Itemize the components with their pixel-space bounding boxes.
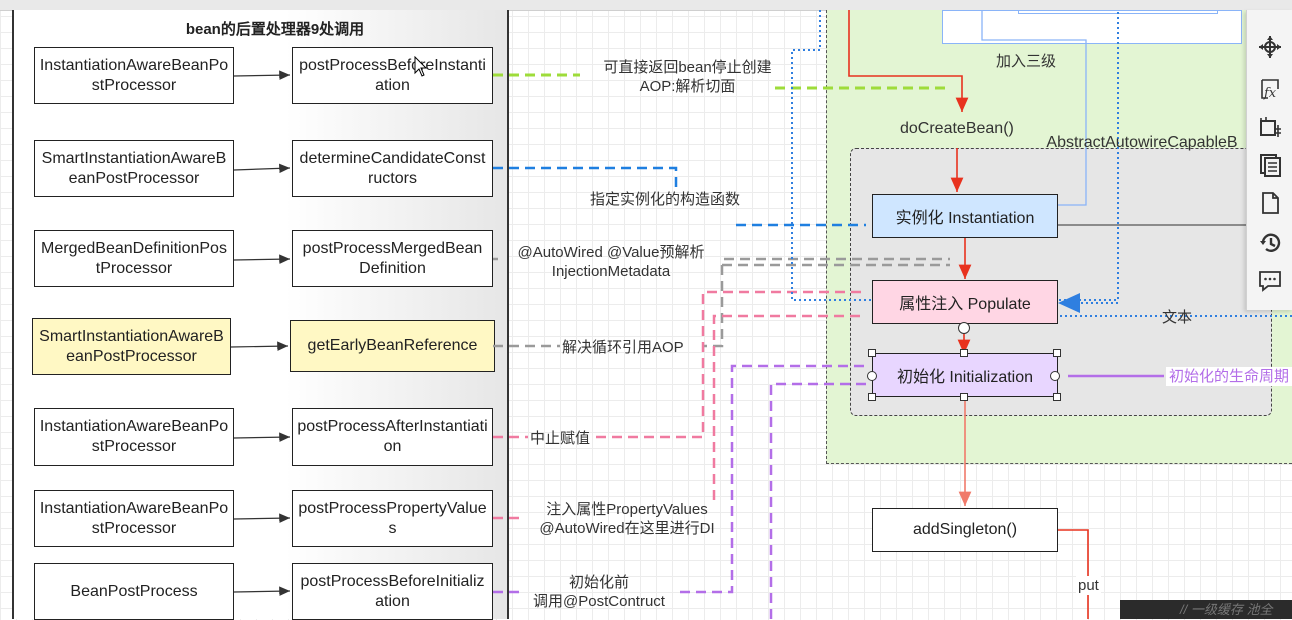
annotation-4: 解决循环引用AOP [562,339,684,356]
processor-box-2[interactable]: SmartInstantiationAwareBeanPostProcessor [34,140,234,197]
annotation-3-line2: InjectionMetadata [551,263,671,280]
top-strip [0,0,1292,11]
connect-handle-left[interactable] [867,371,877,381]
annotation-1-line1: 可直接返回bean停止创建 [603,59,772,76]
annotation-7: 初始化前 调用@PostContruct [516,573,682,611]
resize-handle-br[interactable] [1053,393,1061,401]
comment-icon[interactable] [1257,268,1283,294]
populate-box[interactable]: 属性注入 Populate [872,280,1058,324]
resize-handle-tm[interactable] [960,349,968,357]
svg-text:fx: fx [1263,86,1277,101]
processor-box-6[interactable]: InstantiationAwareBeanPostProcessor [34,490,234,547]
code-panel: // 一级缓存 池全 [1120,600,1292,619]
put-label: put [1076,576,1101,595]
annotation-3-line1: @AutoWired @Value预解析 [517,244,705,261]
history-icon[interactable] [1257,230,1283,256]
instantiation-box[interactable]: 实例化 Instantiation [872,194,1058,238]
initialization-box[interactable]: 初始化 Initialization [872,353,1058,397]
processor-box-5[interactable]: InstantiationAwareBeanPostProcessor [34,408,234,466]
method-box-3[interactable]: postProcessMergedBeanDefinition [292,230,493,287]
annotation-6: 注入属性PropertyValues @AutoWired在这里进行DI [522,500,732,538]
method-box-4[interactable]: getEarlyBeanReference [290,320,495,372]
method-box-1[interactable]: postProcessBeforeInstantiation [292,47,493,104]
connect-handle-right[interactable] [1050,371,1060,381]
navigate-icon[interactable] [1257,34,1283,60]
mouse-cursor-icon [414,56,428,77]
resize-handle-bm[interactable] [960,393,968,401]
annotation-2: 指定实例化的构造函数 [590,191,741,208]
annotation-1: 可直接返回bean停止创建 AOP:解析切面 [580,58,795,96]
top-container-box [942,10,1242,44]
method-box-6[interactable]: postProcessPropertyValues [292,490,493,547]
function-icon[interactable]: fx [1257,76,1283,102]
method-box-2[interactable]: determineCandidateConstructors [292,140,493,197]
add-singleton-box[interactable]: addSingleton() [872,508,1058,552]
annotation-5: 中止赋值 [530,430,591,447]
pages-icon[interactable] [1257,152,1283,178]
code-comment: // 一级缓存 池全 [1180,602,1273,617]
annotation-3: @AutoWired @Value预解析 InjectionMetadata [498,243,724,281]
page-icon[interactable] [1257,190,1283,216]
method-box-5[interactable]: postProcessAfterInstantiation [292,408,493,466]
text-label: 文本 [1162,309,1193,326]
crop-icon[interactable] [1257,114,1283,140]
method-box-7[interactable]: postProcessBeforeInitialization [292,563,493,620]
rotate-handle[interactable] [958,322,970,334]
top-inner-box [1018,10,1218,14]
annotation-6-line1: 注入属性PropertyValues [546,501,708,518]
do-create-bean-label: doCreateBean() [900,120,1014,137]
lifecycle-label: 初始化的生命周期 [1166,367,1292,386]
panel-title: bean的后置处理器9处调用 [185,21,365,38]
processor-box-3[interactable]: MergedBeanDefinitionPostProcessor [34,230,234,287]
annotation-7-line1: 初始化前 [568,574,629,591]
annotation-6-line2: @AutoWired在这里进行DI [539,520,715,537]
add-third-level-label: 加入三级 [994,52,1059,71]
resize-handle-tl[interactable] [868,349,876,357]
resize-handle-bl[interactable] [868,393,876,401]
annotation-1-line2: AOP:解析切面 [639,78,736,95]
processor-box-1[interactable]: InstantiationAwareBeanPostProcessor [34,47,234,104]
right-toolbar: fx [1246,10,1292,310]
processor-box-7[interactable]: BeanPostProcess [34,563,234,620]
resize-handle-tr[interactable] [1053,349,1061,357]
annotation-7-line2: 调用@PostContruct [533,593,665,610]
abstract-factory-label: AbstractAutowireCapableB [1046,134,1238,151]
processor-box-4[interactable]: SmartInstantiationAwareBeanPostProcessor [32,318,231,375]
